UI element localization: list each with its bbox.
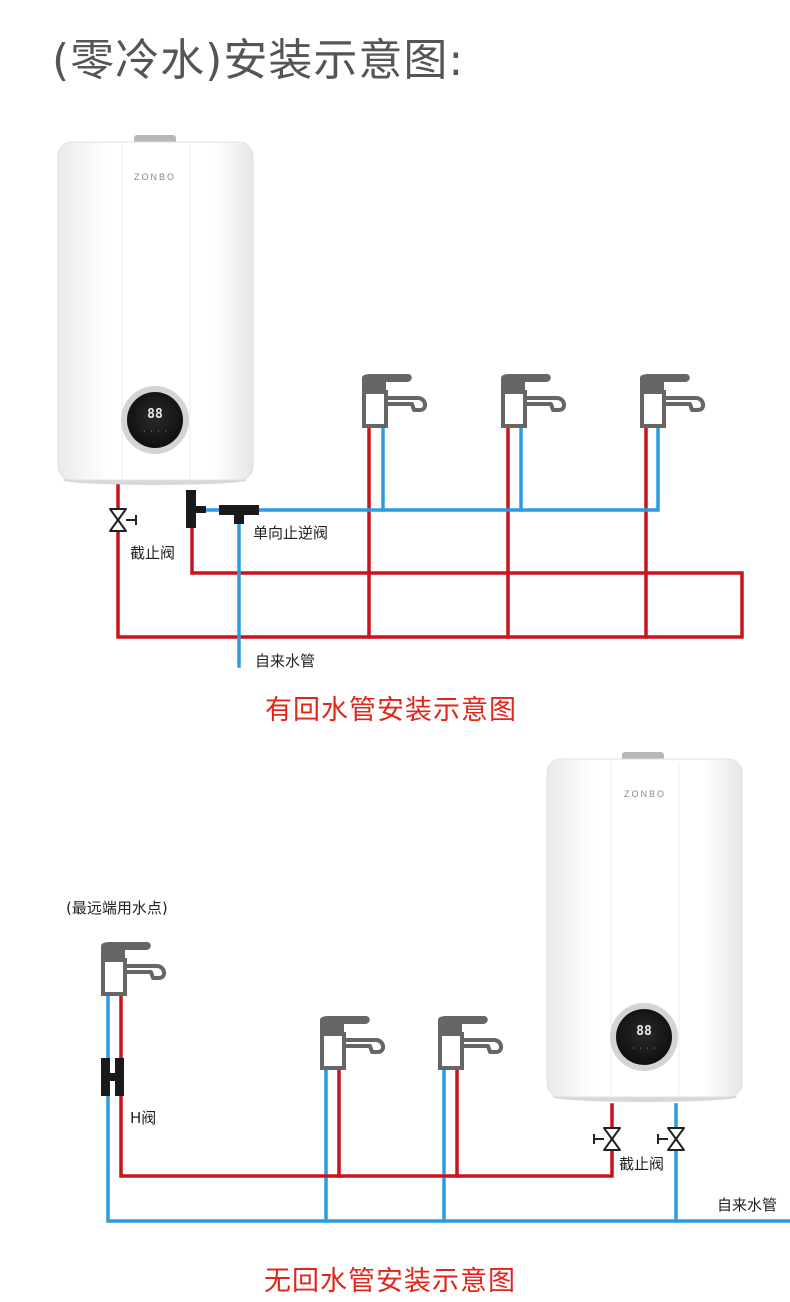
faucet-icon (499, 372, 567, 428)
faucet-icon (360, 372, 428, 428)
stop-valve-icon (657, 1127, 685, 1151)
farthest-point-label: (最远端用水点) (66, 899, 168, 917)
caption-without-return: 无回水管安装示意图 (264, 1266, 516, 1297)
stop-valve-label: 截止阀 (619, 1155, 665, 1173)
water-heater-bottom: ZONBO 88 · · · · (546, 752, 743, 1102)
faucet-icon (436, 1014, 504, 1070)
heater-brand-logo: ZONBO (624, 789, 666, 799)
svg-text:88: 88 (636, 1024, 652, 1039)
check-valve-icon (219, 505, 259, 524)
control-dial[interactable] (616, 1009, 672, 1065)
faucet-icon (318, 1014, 386, 1070)
tap-water-pipe-label: 自来水管 (717, 1196, 778, 1214)
svg-text:· · · ·: · · · · (142, 428, 167, 435)
svg-text:· · · ·: · · · · (631, 1045, 656, 1052)
tap-water-pipe-label: 自来水管 (255, 652, 316, 670)
hot-water-pipes-top (116, 423, 744, 639)
diagram-without-return: ZONBO 88 · · · · (99, 752, 790, 1223)
page-title: (零冷水)安装示意图: (52, 35, 465, 86)
water-heater-top: ZONBO 88 · · · · (57, 135, 254, 485)
diagram-with-return: ZONBO 88 · · · · (57, 135, 744, 668)
h-valve-icon (101, 1058, 124, 1096)
cold-water-pipes-top (198, 423, 660, 668)
svg-text:88: 88 (147, 407, 163, 422)
heater-brand-logo: ZONBO (134, 172, 176, 182)
faucet-icon (638, 372, 706, 428)
stop-valve-label: 截止阀 (130, 544, 176, 562)
pipe-connector-icon (186, 490, 196, 528)
stop-valve-icon (109, 508, 137, 532)
control-dial[interactable] (127, 392, 183, 448)
faucet-icon (99, 940, 167, 996)
caption-with-return: 有回水管安装示意图 (265, 695, 517, 726)
stop-valve-icon (593, 1127, 621, 1151)
h-valve-label: H阀 (130, 1109, 157, 1127)
check-valve-label: 单向止逆阀 (253, 524, 329, 542)
